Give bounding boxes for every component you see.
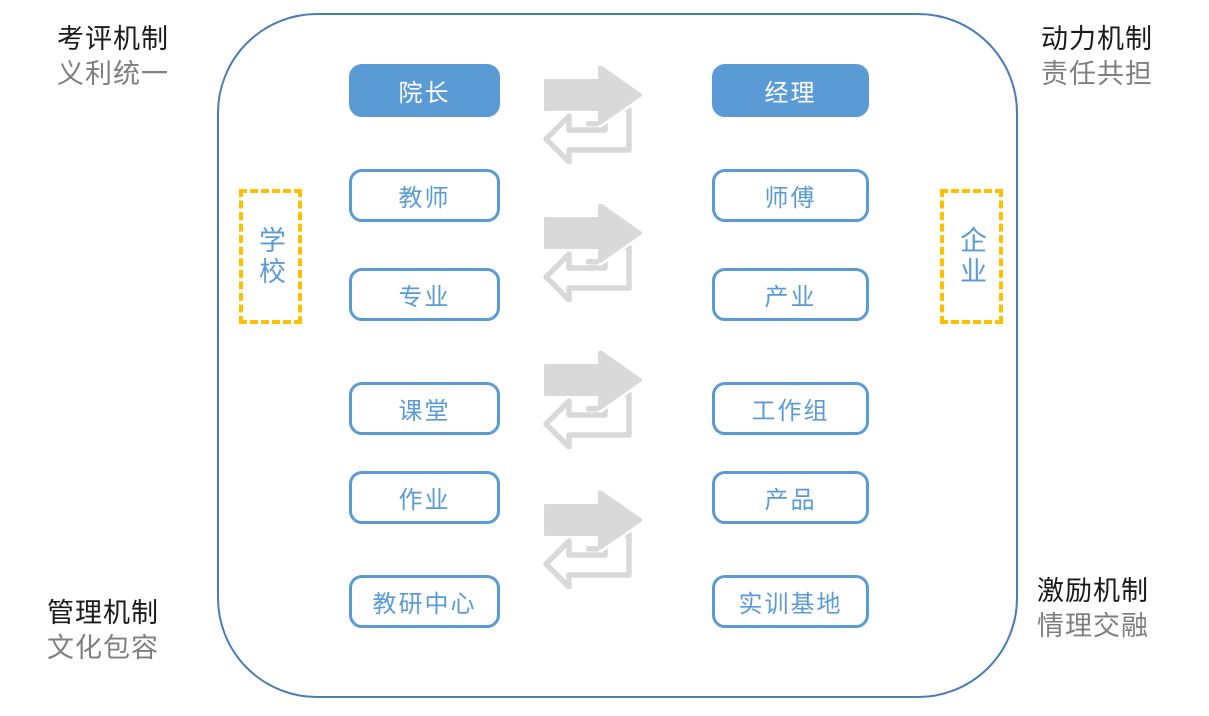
principle-label: 义利统一 — [57, 59, 169, 89]
enterprise-group-label: 企业 — [956, 225, 986, 288]
mechanism-label: 考评机制 — [57, 24, 169, 54]
corner-label-top-right: 动力机制 责任共担 — [1041, 22, 1153, 92]
school-group-box: 学校 — [239, 189, 302, 324]
enterprise-group-box: 企业 — [940, 189, 1003, 324]
enterprise-node-manager: 经理 — [712, 64, 869, 117]
exchange-arrows-icon — [543, 491, 643, 589]
diagram-frame — [217, 13, 1018, 698]
enterprise-node-workgroup: 工作组 — [712, 382, 869, 435]
school-group-label: 学校 — [255, 225, 285, 288]
school-node-research-center: 教研中心 — [349, 575, 500, 628]
enterprise-node-master: 师傅 — [712, 169, 869, 222]
corner-label-top-left: 考评机制 义利统一 — [57, 22, 169, 92]
enterprise-node-product: 产品 — [712, 471, 869, 524]
mechanism-label: 激励机制 — [1037, 576, 1149, 606]
principle-label: 文化包容 — [47, 633, 159, 663]
school-node-major: 专业 — [349, 268, 500, 321]
principle-label: 责任共担 — [1041, 59, 1153, 89]
school-node-dean: 院长 — [349, 64, 500, 117]
enterprise-node-industry: 产业 — [712, 268, 869, 321]
exchange-arrows-icon — [543, 351, 643, 449]
mechanism-label: 管理机制 — [47, 598, 159, 628]
exchange-arrows-icon — [543, 66, 643, 164]
school-node-classroom: 课堂 — [349, 382, 500, 435]
corner-label-bottom-left: 管理机制 文化包容 — [47, 596, 159, 666]
mechanism-label: 动力机制 — [1041, 24, 1153, 54]
school-node-homework: 作业 — [349, 471, 500, 524]
exchange-arrows-icon — [543, 204, 643, 302]
principle-label: 情理交融 — [1037, 611, 1149, 641]
corner-label-bottom-right: 激励机制 情理交融 — [1037, 574, 1149, 644]
enterprise-node-training-base: 实训基地 — [712, 575, 869, 628]
school-node-teacher: 教师 — [349, 169, 500, 222]
